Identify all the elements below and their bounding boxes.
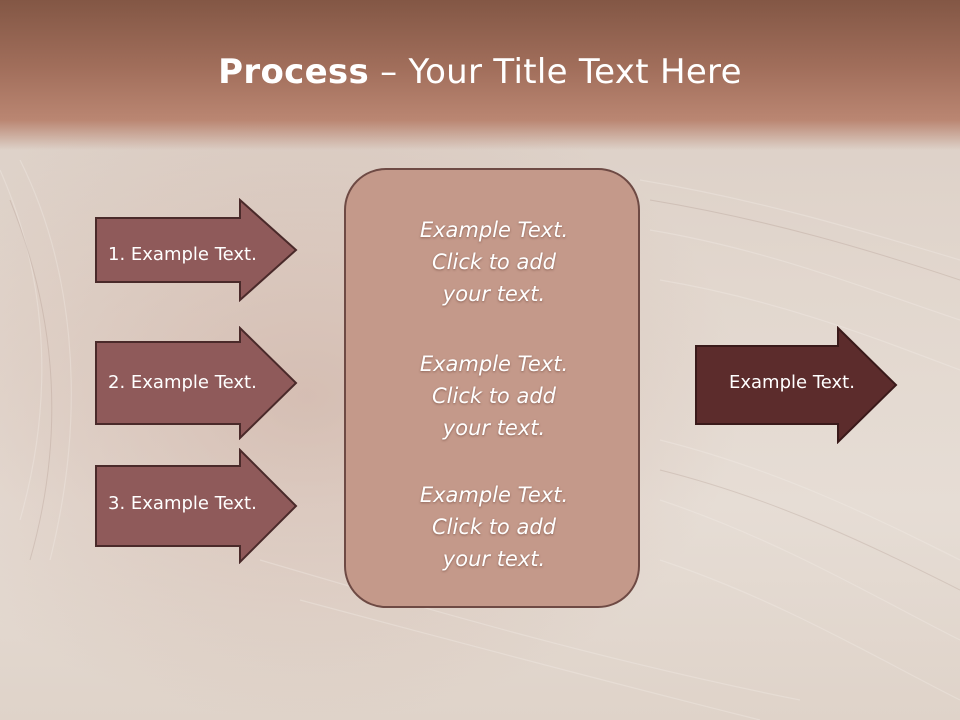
step-label-1: 1. Example Text. (108, 244, 257, 265)
output-label: Example Text. (729, 372, 855, 393)
center-paragraph-3: Example Text. Click to add your text. (346, 479, 642, 575)
title-rest: – Your Title Text Here (369, 52, 742, 92)
step-arrow-1 (95, 198, 298, 302)
page-title: Process – Your Title Text Here (0, 52, 960, 92)
title-bold: Process (218, 52, 370, 92)
title-band (0, 0, 960, 150)
paragraph-line: Click to add (431, 384, 556, 408)
step-arrow-3 (95, 448, 298, 564)
step-label-3: 3. Example Text. (108, 493, 257, 514)
center-text-box: Example Text. Click to add your text. Ex… (344, 168, 640, 608)
paragraph-line: Example Text. (419, 483, 569, 507)
center-paragraph-2: Example Text. Click to add your text. (346, 348, 642, 444)
step-arrow-2 (95, 326, 298, 440)
output-arrow (695, 326, 898, 444)
paragraph-line: Example Text. (419, 218, 569, 242)
paragraph-line: Click to add (431, 515, 556, 539)
paragraph-line: your text. (442, 547, 546, 571)
paragraph-line: your text. (442, 416, 546, 440)
paragraph-line: your text. (442, 282, 546, 306)
step-label-2: 2. Example Text. (108, 372, 257, 393)
paragraph-line: Click to add (431, 250, 556, 274)
center-paragraph-1: Example Text. Click to add your text. (346, 214, 642, 310)
paragraph-line: Example Text. (419, 352, 569, 376)
